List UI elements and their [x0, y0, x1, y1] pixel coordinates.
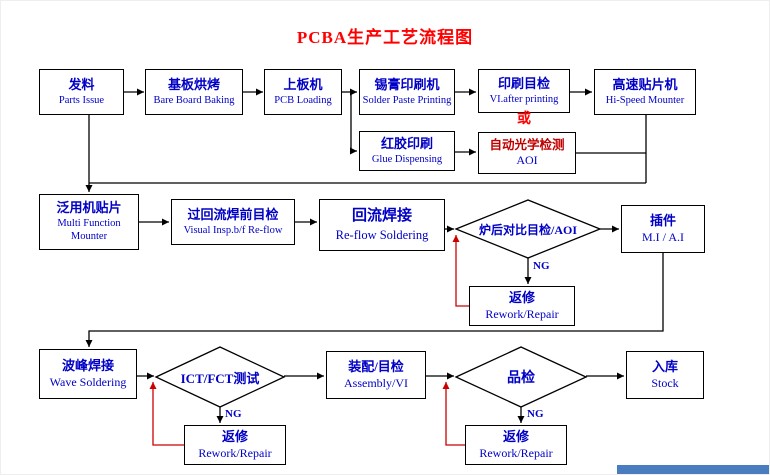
box-aoi: 自动光学检测 AOI	[478, 132, 576, 174]
or-label: 或	[517, 112, 531, 127]
diamond-label-ict-fct: ICT/FCT测试	[180, 370, 260, 386]
box-multi-zh: 泛用机贴片	[56, 199, 122, 215]
box-parts-issue-zh: 发料	[68, 76, 95, 92]
box-solder-paste-printing: 锡膏印刷机 Solder Paste Printing	[359, 69, 455, 115]
box-assembly-vi: 装配/目检 Assembly/VI	[326, 351, 426, 399]
main-flow-lines	[85, 88, 664, 423]
box-assembly-en: Assembly/VI	[344, 375, 408, 390]
ng-label-quality: NG	[527, 408, 544, 420]
rework-return-lines	[149, 235, 469, 446]
box-rework3a-en: Rework/Repair	[198, 445, 272, 460]
box-multi-function-mounter: 泛用机贴片 Multi Function Mounter	[39, 194, 139, 250]
box-mi-ai-zh: 插件	[649, 212, 676, 228]
box-glue-dispensing: 红胶印刷 Glue Dispensing	[359, 131, 455, 171]
box-wave-soldering: 波峰焊接 Wave Soldering	[39, 349, 137, 399]
page-title: PCBA生产工艺流程图	[296, 28, 474, 47]
ng-label-ict: NG	[225, 408, 242, 420]
box-stock-en: Stock	[651, 375, 679, 390]
box-visual-insp-before-reflow: 过回流焊前目检 Visual Insp.b/f Re-flow	[171, 199, 295, 245]
box-baking-en: Bare Board Baking	[153, 94, 235, 106]
box-reflow-en: Re-flow Soldering	[335, 227, 429, 242]
box-multi-en1: Multi Function	[57, 217, 121, 229]
box-rework3b-zh: 返修	[502, 428, 529, 444]
box-vi-print-en: VI.after printing	[489, 93, 559, 105]
ng-label-post-reflow: NG	[533, 260, 550, 272]
box-parts-issue-en: Parts Issue	[58, 94, 105, 106]
box-reflow-zh: 回流焊接	[351, 208, 412, 225]
box-rework-quality: 返修 Rework/Repair	[465, 425, 567, 465]
box-rework3b-en: Rework/Repair	[479, 445, 553, 460]
box-mounter-en: Hi-Speed Mounter	[605, 94, 685, 106]
diamond-post-reflow-aoi	[454, 199, 602, 259]
box-vi-print-zh: 印刷目检	[497, 75, 550, 91]
box-loading-zh: 上板机	[283, 76, 323, 92]
box-rework2-zh: 返修	[508, 289, 535, 305]
box-rework-ict: 返修 Rework/Repair	[184, 425, 286, 465]
box-baking-zh: 基板烘烤	[167, 76, 220, 92]
box-loading-en: PCB Loading	[274, 94, 332, 106]
box-glue-zh: 红胶印刷	[380, 135, 433, 151]
box-hi-speed-mounter: 高速贴片机 Hi-Speed Mounter	[594, 69, 696, 115]
box-visual-zh: 过回流焊前目检	[187, 206, 279, 222]
box-vi-after-printing: 印刷目检 VI.after printing	[478, 69, 570, 113]
diamond-ict-fct	[154, 346, 286, 408]
box-bare-board-baking: 基板烘烤 Bare Board Baking	[145, 69, 243, 115]
box-paste-zh: 锡膏印刷机	[374, 76, 440, 92]
decision-diamonds	[154, 199, 602, 408]
box-aoi-en: AOI	[516, 153, 538, 168]
box-rework3a-zh: 返修	[221, 428, 248, 444]
box-glue-en: Glue Dispensing	[371, 153, 443, 165]
box-wave-en: Wave Soldering	[49, 374, 127, 389]
box-reflow-soldering: 回流焊接 Re-flow Soldering	[319, 199, 445, 251]
box-stock-zh: 入库	[651, 358, 678, 374]
box-rework2-en: Rework/Repair	[485, 306, 559, 321]
box-parts-issue: 发料 Parts Issue	[39, 69, 124, 115]
box-wave-zh: 波峰焊接	[61, 357, 114, 373]
box-mi-ai-insertion: 插件 M.I / A.I	[621, 205, 705, 253]
box-pcb-loading: 上板机 PCB Loading	[264, 69, 342, 115]
box-mounter-zh: 高速贴片机	[612, 76, 678, 92]
box-mi-ai-en: M.I / A.I	[642, 229, 684, 244]
box-multi-en2: Mounter	[70, 231, 108, 243]
box-aoi-zh: 自动光学检测	[489, 138, 565, 153]
diamond-quality-check	[454, 346, 588, 408]
box-assembly-zh: 装配/目检	[348, 358, 404, 374]
box-paste-en: Solder Paste Printing	[362, 94, 452, 106]
diamond-label-quality-check: 品检	[507, 371, 535, 386]
box-rework-post-reflow: 返修 Rework/Repair	[469, 286, 575, 326]
diamond-label-post-reflow-aoi: 炉后对比目检/AOI	[478, 222, 577, 237]
box-visual-en: Visual Insp.b/f Re-flow	[183, 224, 283, 236]
watermark-strip	[617, 465, 769, 474]
box-stock: 入库 Stock	[626, 351, 704, 399]
